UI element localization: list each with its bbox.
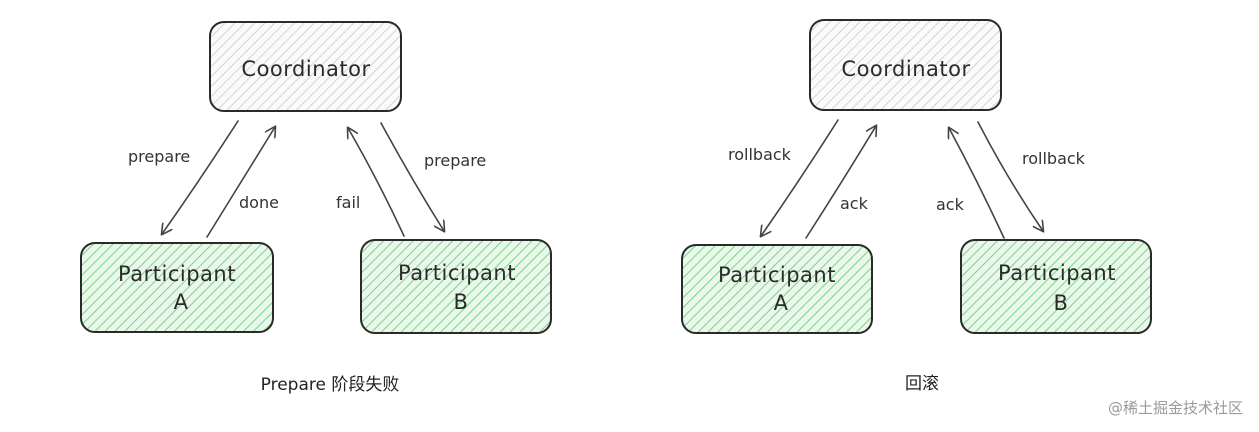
left-done-a-label: done [239, 193, 279, 212]
left-fail-b-arrow [348, 128, 405, 237]
right-rollback-b-arrow [977, 121, 1043, 231]
right-participant-a-label-line2: A [774, 291, 789, 315]
left-caption: Prepare 阶段失败 [261, 375, 400, 395]
left-prepare-b-label: prepare [424, 151, 486, 170]
left-coordinator-label: Coordinator [241, 57, 370, 81]
right-participant-a-label-line1: Participant [718, 263, 836, 287]
right-ack-a-arrow [805, 126, 876, 239]
left-diagram: Coordinator Participant A Participant B … [80, 21, 552, 395]
left-prepare-a-label: prepare [128, 147, 190, 166]
left-prepare-a-arrow [162, 120, 239, 234]
right-caption: 回滚 [905, 374, 939, 394]
left-participant-a-node: Participant A [80, 242, 274, 333]
right-ack-a-label: ack [840, 194, 869, 213]
left-prepare-b-arrow [380, 122, 444, 231]
right-ack-b-arrow [949, 128, 1005, 239]
left-participant-b-label-line1: Participant [398, 261, 516, 285]
left-participant-a-label-line1: Participant [118, 262, 236, 286]
right-participant-a-node: Participant A [681, 244, 873, 334]
right-participant-b-node: Participant B [960, 239, 1152, 334]
right-coordinator-label: Coordinator [841, 57, 970, 81]
right-coordinator-node: Coordinator [809, 19, 1002, 111]
left-coordinator-node: Coordinator [209, 21, 402, 112]
right-rollback-b-label: rollback [1022, 149, 1086, 168]
right-rollback-a-label: rollback [728, 145, 792, 164]
right-participant-b-label-line2: B [1054, 291, 1069, 315]
right-ack-b-label: ack [936, 195, 965, 214]
watermark: @稀土掘金技术社区 [1108, 399, 1243, 417]
left-participant-a-label-line2: A [174, 290, 189, 314]
right-participant-b-label-line1: Participant [998, 261, 1116, 285]
right-diagram: Coordinator Participant A Participant B … [681, 19, 1152, 394]
left-done-a-arrow [206, 127, 275, 238]
left-fail-b-label: fail [336, 193, 360, 212]
left-participant-b-node: Participant B [360, 239, 552, 334]
left-participant-b-label-line2: B [454, 290, 469, 314]
right-rollback-a-arrow [761, 119, 839, 236]
